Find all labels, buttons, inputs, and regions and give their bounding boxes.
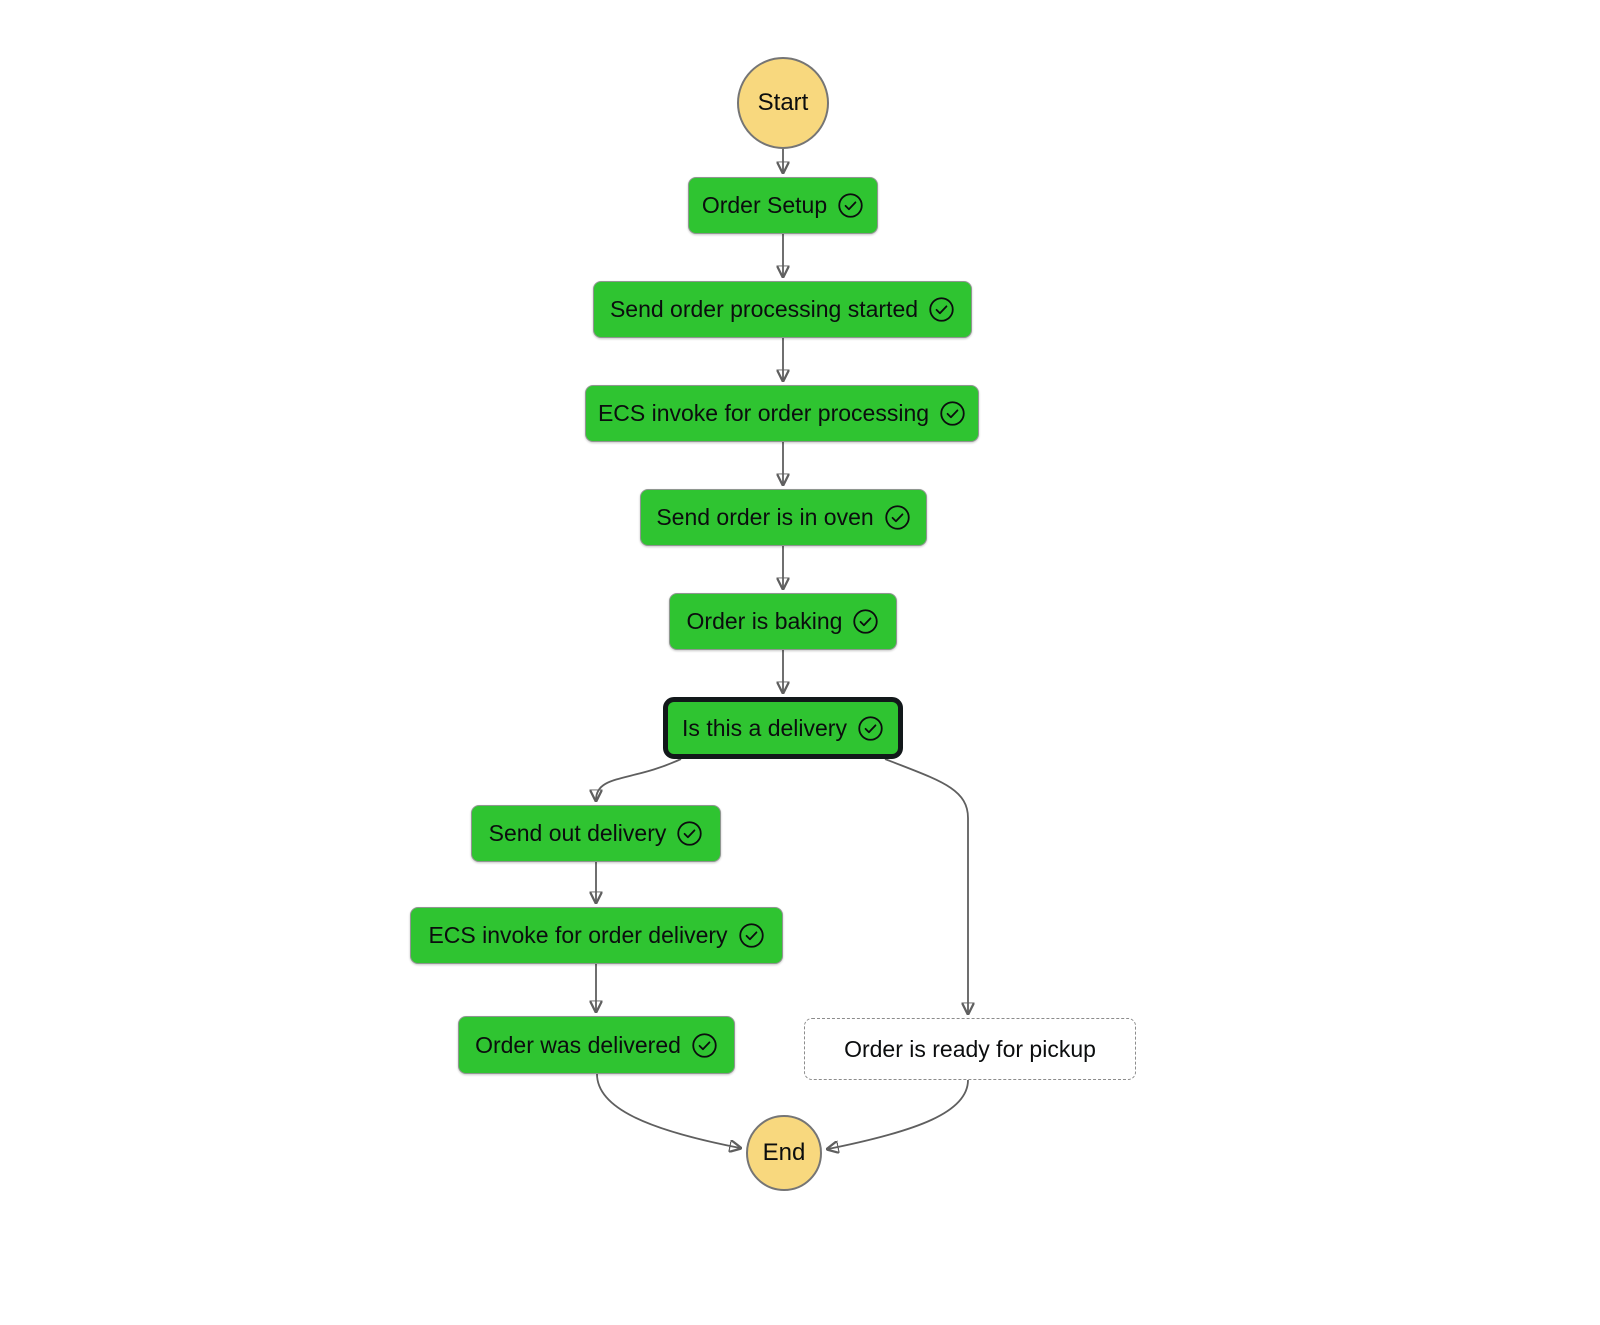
node-is-this-a-delivery[interactable]: Is this a delivery — [663, 697, 903, 759]
check-circle-icon — [939, 400, 966, 427]
start-label: Start — [757, 89, 809, 116]
node-send-out-delivery[interactable]: Send out delivery — [471, 805, 721, 862]
node-ecs-invoke-order-processing[interactable]: ECS invoke for order processing — [585, 385, 979, 442]
node-end[interactable]: End — [746, 1115, 822, 1191]
node-label: Order is ready for pickup — [844, 1035, 1096, 1062]
node-order-ready-for-pickup[interactable]: Order is ready for pickup — [804, 1018, 1136, 1080]
check-circle-icon — [852, 608, 879, 635]
end-label: End — [762, 1139, 806, 1166]
node-label: ECS invoke for order delivery — [428, 922, 728, 948]
node-label: Send out delivery — [488, 820, 667, 846]
node-label: Order was delivered — [475, 1031, 681, 1058]
node-order-is-baking[interactable]: Order is baking — [669, 593, 897, 650]
node-label: Is this a delivery — [682, 714, 847, 741]
check-circle-icon — [857, 715, 884, 742]
check-circle-icon — [884, 504, 911, 531]
node-label: ECS invoke for order processing — [597, 400, 930, 426]
node-start[interactable]: Start — [737, 57, 829, 149]
node-label: Order is baking — [686, 608, 843, 634]
node-order-was-delivered[interactable]: Order was delivered — [458, 1016, 735, 1074]
edge-delivered-to-end — [596, 1073, 740, 1148]
edge-ready-pickup-to-end — [828, 1079, 969, 1149]
node-label: Send order is in oven — [656, 504, 874, 530]
node-label: Order Setup — [701, 192, 828, 218]
node-label: Send order processing started — [609, 296, 919, 322]
edge-is-delivery-to-ready-pickup — [884, 758, 968, 1013]
node-ecs-invoke-order-delivery[interactable]: ECS invoke for order delivery — [410, 907, 783, 964]
check-circle-icon — [928, 296, 955, 323]
check-circle-icon — [738, 922, 765, 949]
node-send-order-in-oven[interactable]: Send order is in oven — [640, 489, 927, 546]
check-circle-icon — [676, 820, 703, 847]
node-send-order-processing-started[interactable]: Send order processing started — [593, 281, 972, 338]
check-circle-icon — [691, 1032, 718, 1059]
node-order-setup[interactable]: Order Setup — [688, 177, 878, 234]
check-circle-icon — [837, 192, 864, 219]
edge-is-delivery-to-send-out-delivery — [596, 758, 682, 800]
